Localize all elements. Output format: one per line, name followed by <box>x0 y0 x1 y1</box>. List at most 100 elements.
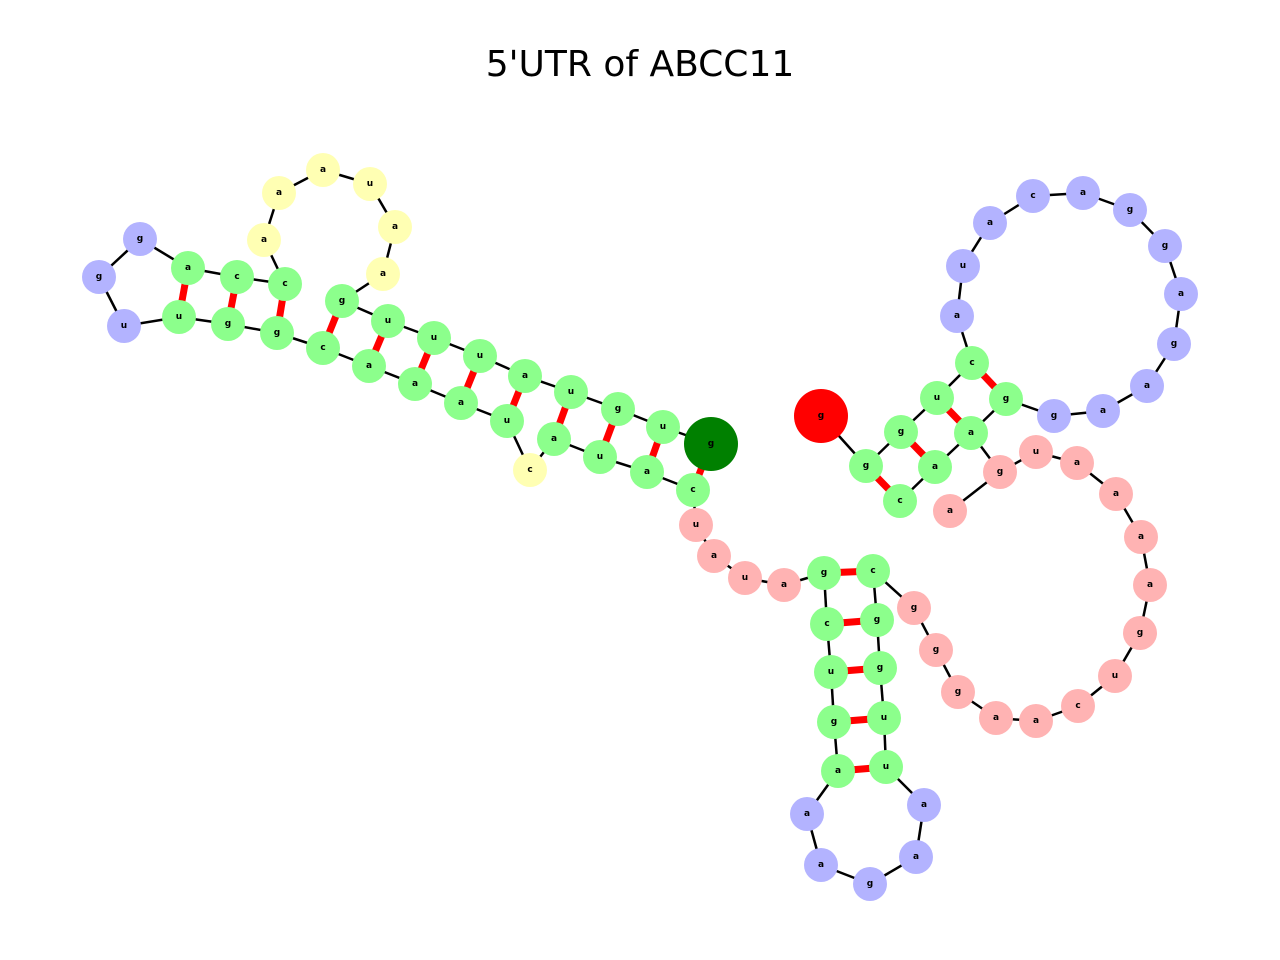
nucleotide-node: g <box>989 382 1023 416</box>
nucleotide-label: a <box>261 235 267 245</box>
nucleotide-node: g <box>807 556 841 590</box>
nucleotide-node: a <box>378 210 412 244</box>
nucleotide-node: a <box>790 797 824 831</box>
nucleotide-circle <box>940 299 974 333</box>
three-prime-node: g <box>794 389 848 443</box>
nucleotide-circle <box>1060 446 1094 480</box>
nucleotide-circle <box>810 607 844 641</box>
nucleotide-node: c <box>810 607 844 641</box>
nucleotide-circle <box>899 840 933 874</box>
nucleotide-label: u <box>385 316 391 326</box>
nucleotide-node: g <box>983 455 1017 489</box>
nucleotide-circle <box>1061 689 1095 723</box>
nucleotide-label: c <box>234 272 239 282</box>
nucleotide-circle <box>463 339 497 373</box>
nucleotide-circle <box>268 267 302 301</box>
nucleotide-label: c <box>897 496 902 506</box>
nucleotide-node: c <box>955 346 989 380</box>
nucleotide-node: a <box>697 539 731 573</box>
nucleotide-circle <box>353 167 387 201</box>
nucleotide-node: a <box>979 701 1013 735</box>
nucleotide-label: g <box>615 404 621 414</box>
nucleotide-node: a <box>366 257 400 291</box>
edges-layer <box>97 168 1183 886</box>
nucleotide-node: c <box>1016 179 1050 213</box>
nucleotide-label: a <box>412 379 418 389</box>
nucleotide-node: a <box>1133 568 1167 602</box>
nucleotide-node: a <box>899 840 933 874</box>
nucleotide-circle <box>728 561 762 595</box>
nucleotide-label: a <box>392 222 398 232</box>
nucleotide-node: c <box>220 260 254 294</box>
nucleotide-node: a <box>1124 520 1158 554</box>
nucleotide-circle <box>583 440 617 474</box>
nucleotide-label: a <box>458 398 464 408</box>
nucleotide-label: u <box>1112 671 1118 681</box>
nucleotide-circle <box>869 750 903 784</box>
nucleotide-node: a <box>918 450 952 484</box>
nucleotide-circle <box>646 410 680 444</box>
nucleotide-label: u <box>934 393 940 403</box>
nucleotide-node: u <box>1098 659 1132 693</box>
nucleotide-label: a <box>380 269 386 279</box>
nucleotide-circle <box>1066 176 1100 210</box>
nucleotide-circle <box>883 484 917 518</box>
nucleotide-label: g <box>955 687 961 697</box>
nucleotide-circle <box>162 300 196 334</box>
nucleotide-node: u <box>371 304 405 338</box>
nucleotide-label: u <box>477 351 483 361</box>
nucleotide-label: c <box>1030 191 1035 201</box>
nucleotide-node: a <box>933 494 967 528</box>
nucleotide-node: a <box>1086 394 1120 428</box>
nucleotide-circle <box>946 249 980 283</box>
nucleotide-label: u <box>828 667 834 677</box>
nucleotide-label: a <box>968 428 974 438</box>
nucleotide-node: a <box>444 386 478 420</box>
nucleotide-node: a <box>306 153 340 187</box>
nucleotide-label: c <box>282 279 287 289</box>
nucleotide-circle <box>983 455 1017 489</box>
nucleotide-label: a <box>993 713 999 723</box>
nucleotide-label: a <box>987 218 993 228</box>
nucleotide-node: u <box>463 339 497 373</box>
nucleotide-node: g <box>325 284 359 318</box>
nucleotide-node: u <box>1019 435 1053 469</box>
nucleotide-circle <box>352 349 386 383</box>
nucleotide-node: a <box>508 359 542 393</box>
nucleotide-circle <box>767 568 801 602</box>
nucleotide-circle <box>371 304 405 338</box>
nucleotide-circle <box>907 788 941 822</box>
nucleotide-label: c <box>690 485 695 495</box>
nucleotide-node: u <box>490 404 524 438</box>
nucleotide-label: a <box>1178 289 1184 299</box>
nucleotide-circle <box>919 633 953 667</box>
nucleotide-circle <box>220 260 254 294</box>
nucleotide-circle <box>537 422 571 456</box>
nucleotide-node: u <box>417 321 451 355</box>
nodes-layer: guguauuugaauaaaccagguuggcaaaucauacuauagc… <box>82 153 1198 901</box>
nucleotide-node: a <box>907 788 941 822</box>
nucleotide-node: u <box>554 375 588 409</box>
nucleotide-node: c <box>856 554 890 588</box>
nucleotide-circle <box>1124 520 1158 554</box>
nucleotide-label: a <box>932 462 938 472</box>
nucleotide-label: g <box>997 467 1003 477</box>
nucleotide-node: g <box>849 449 883 483</box>
nucleotide-label: g <box>831 717 837 727</box>
nucleotide-node: c <box>883 484 917 518</box>
nucleotide-label: c <box>320 343 325 353</box>
nucleotide-label: g <box>708 439 714 449</box>
nucleotide-label: u <box>504 416 510 426</box>
nucleotide-label: g <box>874 615 880 625</box>
nucleotide-node: u <box>162 300 196 334</box>
nucleotide-circle <box>171 251 205 285</box>
nucleotide-node: u <box>946 249 980 283</box>
nucleotide-label: a <box>913 852 919 862</box>
nucleotide-node: g <box>211 307 245 341</box>
five-prime-node: g <box>684 417 738 471</box>
nucleotide-circle <box>325 284 359 318</box>
nucleotide-label: u <box>121 321 127 331</box>
nucleotide-node: u <box>583 440 617 474</box>
nucleotide-node: a <box>1066 176 1100 210</box>
nucleotide-circle <box>1099 477 1133 511</box>
